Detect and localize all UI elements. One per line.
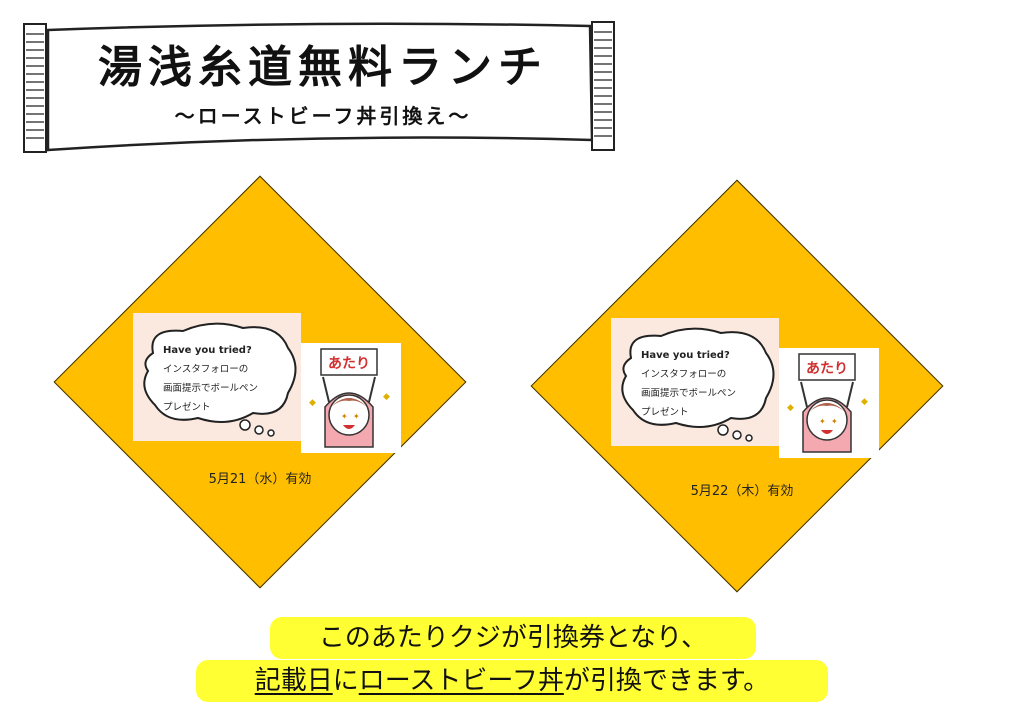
atari-sign: あたり: [328, 356, 370, 372]
svg-text:◆: ◆: [309, 398, 316, 408]
note-item-underlined: ローストビーフ丼: [358, 666, 564, 696]
svg-text:◆: ◆: [787, 403, 794, 413]
note-line-1: このあたりクジが引換券となり、: [270, 617, 756, 659]
note-date-underlined: 記載日: [254, 666, 333, 696]
bubble-text: Have you tried? インスタフォローの 画面提示でボールペン プレゼ…: [163, 345, 259, 413]
bubble-text: Have you tried? インスタフォローの 画面提示でボールペン プレゼ…: [641, 350, 737, 418]
title-banner: 湯浅糸道無料ランチ 〜ローストビーフ丼引換え〜: [18, 12, 618, 162]
atari-sign: あたり: [806, 361, 848, 377]
page-title: 湯浅糸道無料ランチ: [98, 42, 548, 93]
valid-date-2: 5月22（木）有効: [690, 484, 794, 499]
girl-with-sign-illustration: あたり ✦ ✦ ◆ ◆: [309, 348, 390, 448]
coupon-card-2: Have you tried? インスタフォローの 画面提示でボールペン プレゼ…: [611, 318, 881, 458]
svg-text:◆: ◆: [861, 397, 868, 407]
svg-text:✦: ✦: [831, 417, 838, 426]
thought-bubble-icon: [621, 327, 775, 442]
note-line-2: 記載日にローストビーフ丼が引換できます。: [196, 660, 828, 702]
girl-with-sign-illustration: あたり ✦ ✦ ◆ ◆: [787, 353, 868, 453]
page-subtitle: 〜ローストビーフ丼引換え〜: [174, 104, 472, 128]
svg-text:✦: ✦: [341, 412, 348, 421]
svg-text:◆: ◆: [383, 392, 390, 402]
svg-text:✦: ✦: [819, 417, 826, 426]
svg-text:✦: ✦: [353, 412, 360, 421]
scroll-banner-graphic: [23, 21, 615, 153]
thought-bubble-icon: [143, 322, 297, 437]
valid-date-1: 5月21（水）有効: [208, 472, 312, 487]
coupon-card-1: Have you tried? インスタフォローの 画面提示でボールペン プレゼ…: [133, 313, 403, 453]
